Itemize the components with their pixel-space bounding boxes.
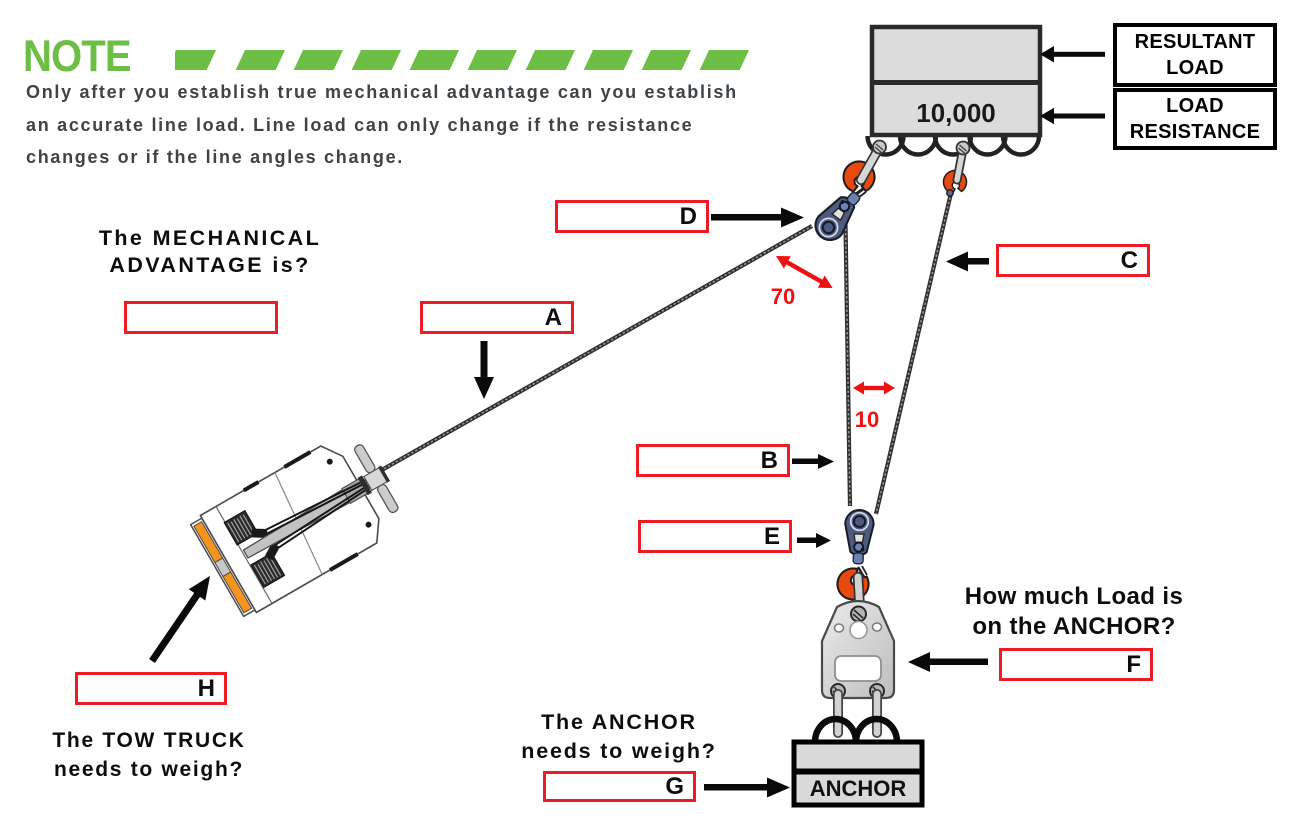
svg-text:ANCHOR: ANCHOR	[810, 776, 907, 801]
svg-text:10: 10	[855, 407, 879, 432]
svg-text:70: 70	[771, 284, 795, 309]
svg-text:10,000: 10,000	[916, 98, 996, 128]
